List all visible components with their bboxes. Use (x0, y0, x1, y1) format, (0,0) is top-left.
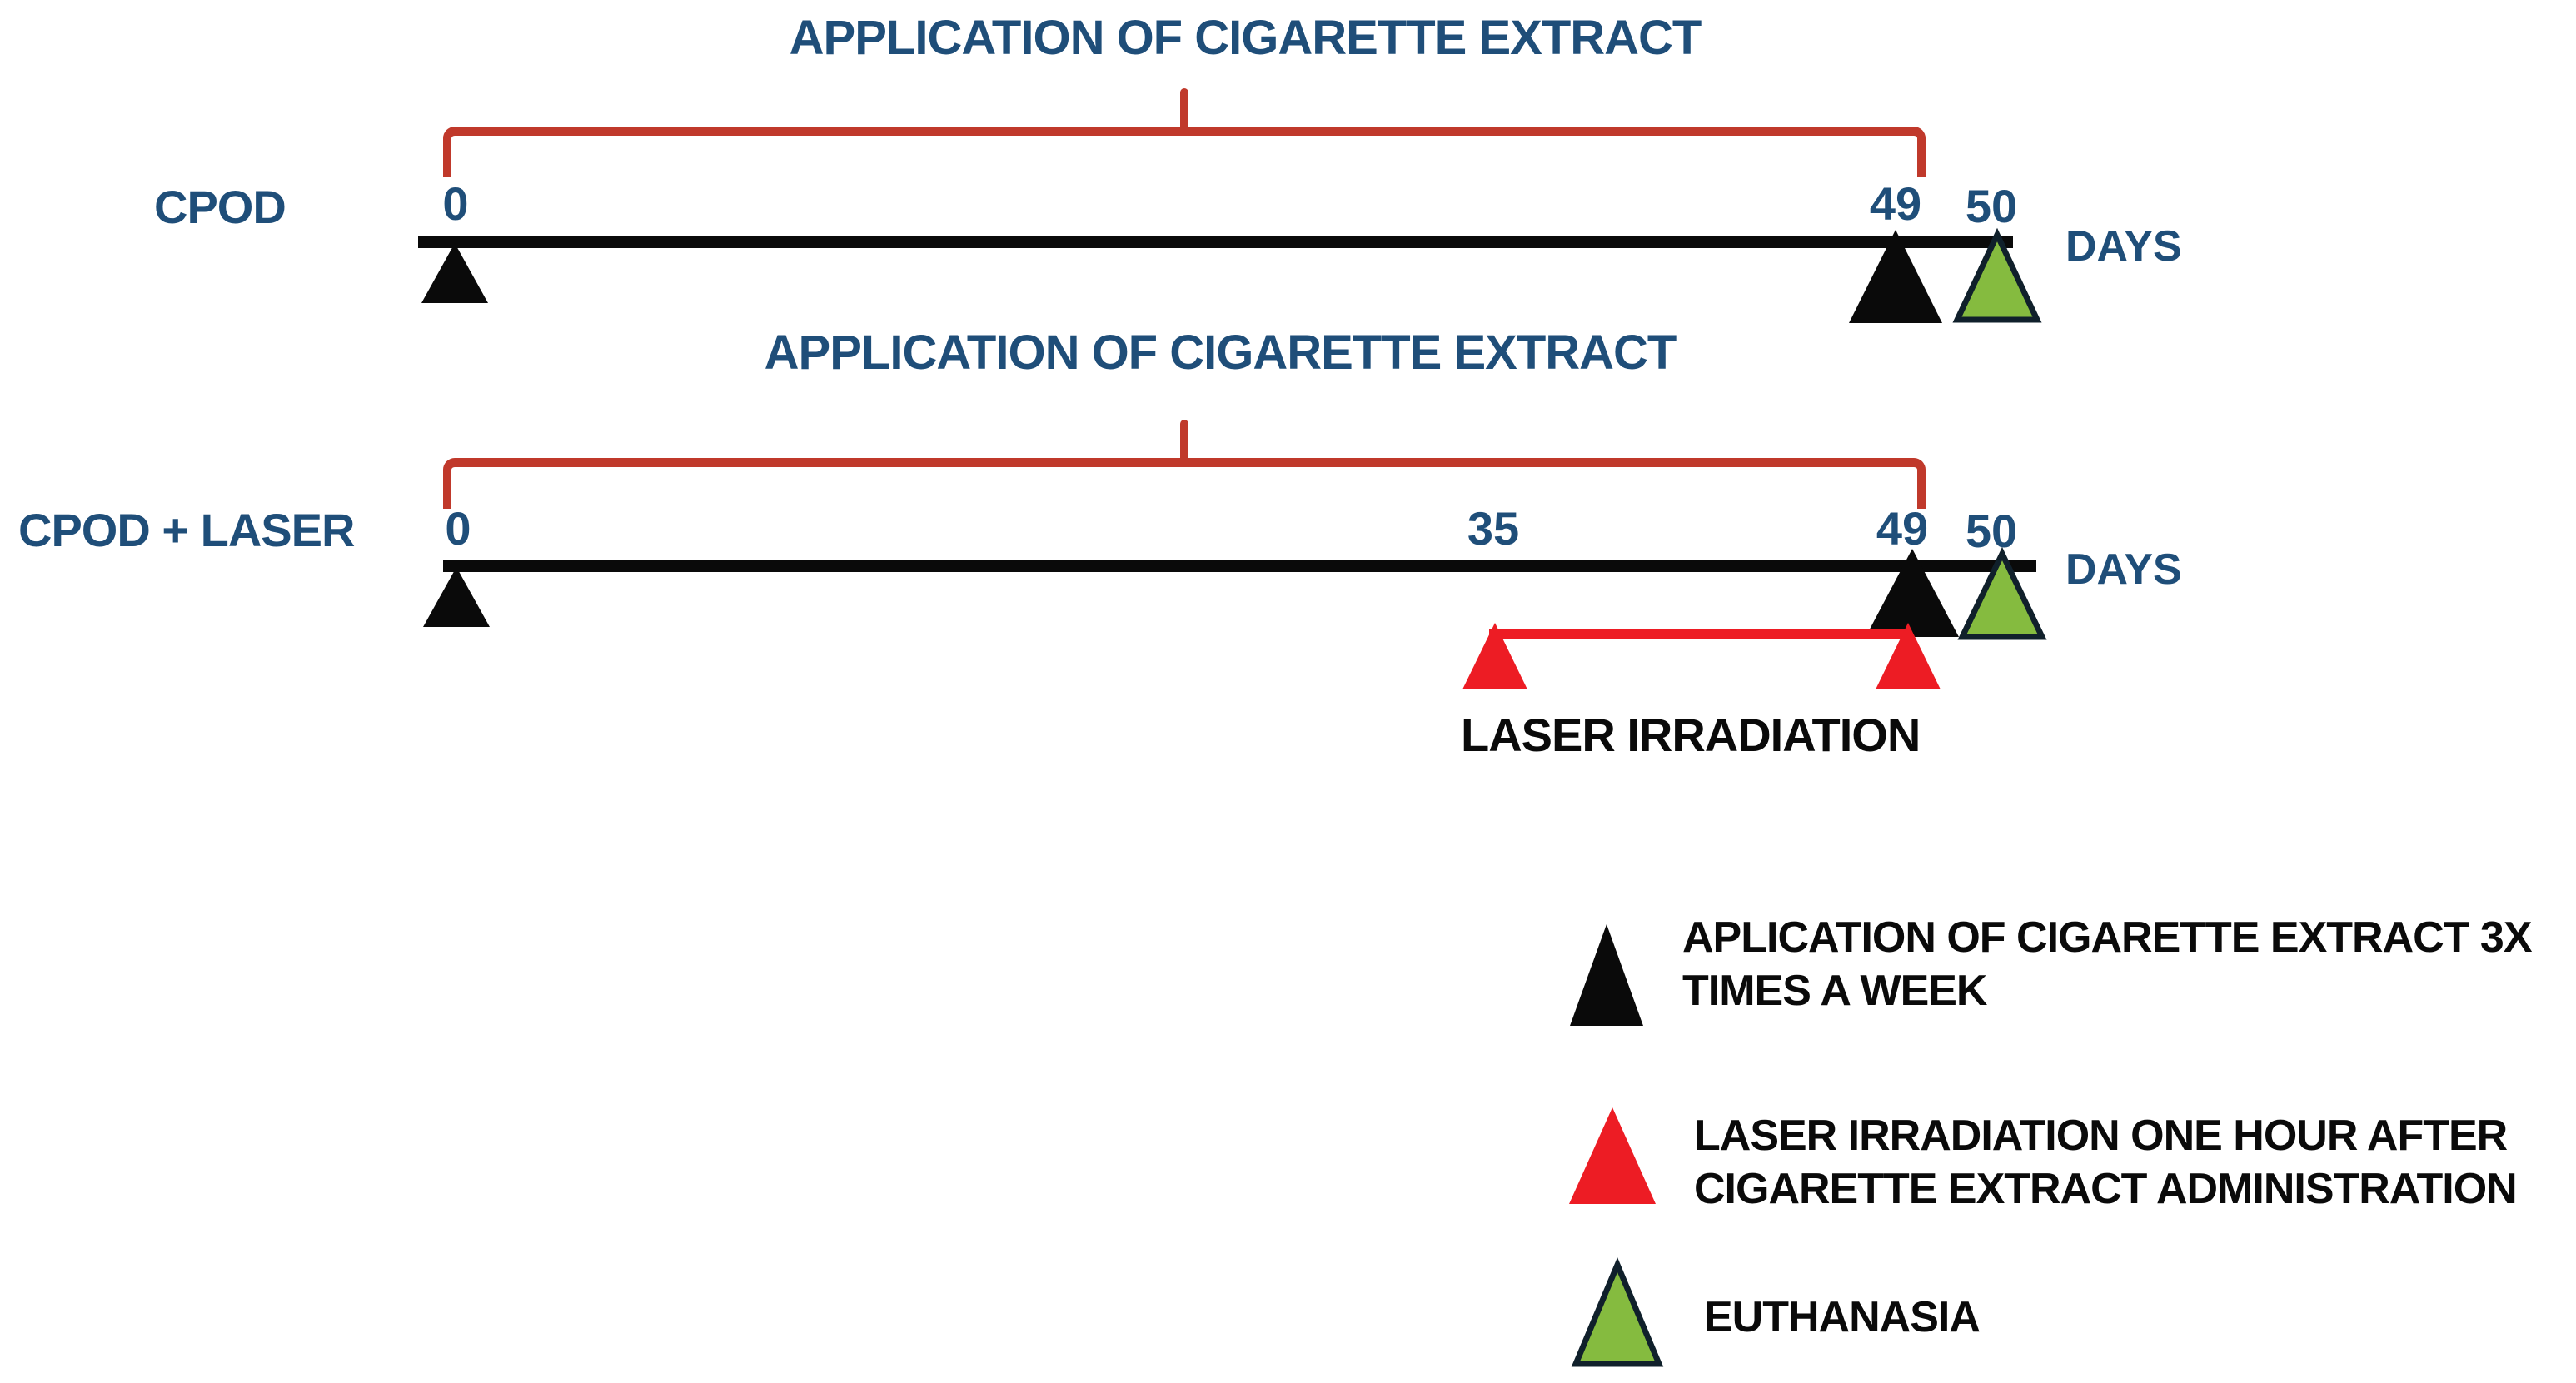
tick-label-day49: 49 (1869, 177, 1922, 230)
legend-label: LASER IRRADIATION ONE HOUR AFTER CIGARET… (1694, 1109, 2518, 1216)
tick-label-day50: 50 (1965, 180, 2018, 232)
green-triangle-marker-icon (1952, 227, 2042, 323)
black-triangle-marker-icon (1866, 549, 1959, 637)
black-triangle-marker-icon (421, 243, 488, 303)
bracket-center-tick (1180, 420, 1188, 461)
phase-title: APPLICATION OF CIGARETTE EXTRACT (764, 326, 1677, 380)
legend-label-line: LASER IRRADIATION ONE HOUR AFTER (1694, 1112, 2508, 1160)
application-bracket (443, 88, 1926, 177)
phase-title: APPLICATION OF CIGARETTE EXTRACT (789, 11, 1702, 65)
black-triangle-marker-icon (1849, 230, 1942, 323)
tick-label-day35: 35 (1467, 502, 1520, 555)
legend-label-line: CIGARETTE EXTRACT ADMINISTRATION (1694, 1165, 2518, 1213)
legend: APLICATION OF CIGARETTE EXTRACT 3X TIMES… (0, 899, 2576, 1383)
green-triangle-icon (1571, 1256, 1664, 1367)
legend-label: EUTHANASIA (1704, 1291, 1981, 1344)
red-triangle-icon (1569, 1107, 1656, 1204)
red-triangle-marker-icon (1462, 623, 1527, 689)
legend-label-line: TIMES A WEEK (1682, 967, 1987, 1015)
laser-irradiation-line (1489, 629, 1908, 639)
application-bracket (443, 420, 1926, 509)
timeline-bar (418, 236, 2013, 248)
tick-label-day50: 50 (1965, 505, 2018, 557)
cpod-timeline: APPLICATION OF CIGARETTE EXTRACT CPOD 0 … (0, 0, 2576, 333)
tick-label-day0: 0 (445, 502, 471, 555)
bracket-center-tick (1180, 88, 1188, 130)
days-label: DAYS (2065, 222, 2182, 271)
green-triangle-marker-icon (1957, 546, 2047, 640)
tick-label-day49: 49 (1876, 502, 1929, 555)
days-label: DAYS (2065, 545, 2182, 594)
legend-label-line: EUTHANASIA (1704, 1293, 1981, 1341)
cpod-laser-timeline: APPLICATION OF CIGARETTE EXTRACT CPOD + … (0, 316, 2576, 783)
red-triangle-marker-icon (1876, 623, 1941, 689)
black-triangle-marker-icon (423, 567, 490, 627)
group-label-cpod: CPOD (154, 181, 286, 233)
legend-label-line: APLICATION OF CIGARETTE EXTRACT 3X (1682, 913, 2533, 962)
timeline-bar (443, 560, 2036, 572)
legend-label: APLICATION OF CIGARETTE EXTRACT 3X TIMES… (1682, 911, 2533, 1017)
laser-irradiation-label: LASER IRRADIATION (1461, 709, 1921, 761)
tick-label-day0: 0 (442, 177, 469, 230)
black-triangle-icon (1570, 924, 1643, 1026)
group-label-cpod-laser: CPOD + LASER (18, 504, 355, 556)
